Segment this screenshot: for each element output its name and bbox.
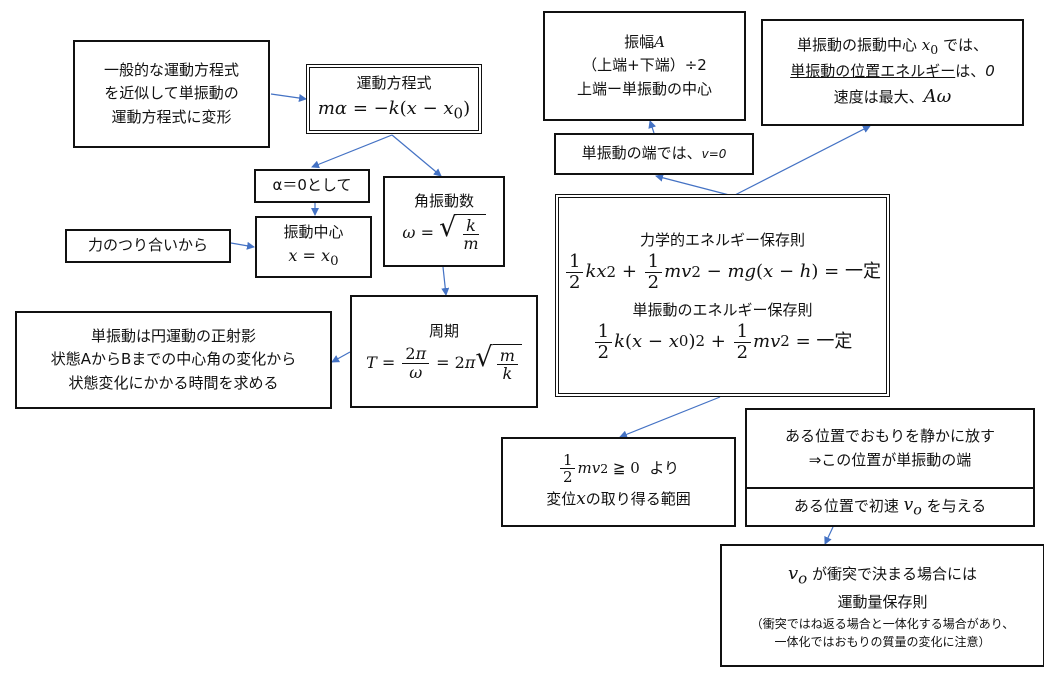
general-eq-line-2: を近似して単振動の xyxy=(104,84,239,103)
angular-frequency-title: 角振動数 xyxy=(413,192,474,211)
alpha-zero-label: α＝0として xyxy=(272,176,352,195)
oscillation-center-formula: x = x0 xyxy=(288,246,339,270)
general-equation-box: 一般的な運動方程式 を近似して単振動の 運動方程式に変形 xyxy=(73,40,270,148)
release-line-2: ⇒この位置が単振動の端 xyxy=(808,450,972,469)
energy-title-1: 力学的エネルギー保存則 xyxy=(639,230,805,249)
range-line-2: 変位xの取り得る範囲 xyxy=(546,488,691,509)
force-balance-box: 力のつり合いから xyxy=(65,229,231,263)
general-eq-line-3: 運動方程式に変形 xyxy=(111,107,232,126)
general-eq-line-1: 一般的な運動方程式 xyxy=(103,61,239,80)
endpoint-text: 単振動の端では、v=0 xyxy=(581,144,727,163)
period-title: 周期 xyxy=(428,322,459,341)
collision-box: vo が衝突で決まる場合には 運動量保存則 （衝突ではね返る場合と一体化する場合… xyxy=(720,544,1044,667)
center-energy-line-3: 速度は最大、Aω xyxy=(833,85,952,107)
eom-formula: mα = −k(x − x0) xyxy=(317,98,471,123)
collision-line-1: vo が衝突で決まる場合には xyxy=(788,563,977,589)
alpha-zero-box: α＝0として xyxy=(254,169,370,203)
collision-note-1: （衝突ではね返る場合と一体化する場合があり、 xyxy=(750,616,1015,631)
amplitude-box: 振幅A （上端+下端）÷2 上端ー単振動の中心 xyxy=(543,11,746,121)
circular-line-2: 状態AからBまでの中心角の変化から xyxy=(50,350,297,369)
initial-velocity-line: ある位置で初速 vo を与える xyxy=(793,494,987,519)
center-energy-line-1: 単振動の振動中心 x0 では、 xyxy=(796,36,988,58)
release-line-1: ある位置でおもりを静かに放す xyxy=(784,427,995,446)
amplitude-alt: 上端ー単振動の中心 xyxy=(576,79,712,98)
amplitude-title: 振幅A xyxy=(624,33,665,52)
eom-title: 運動方程式 xyxy=(356,73,432,92)
energy-title-2: 単振動のエネルギー保存則 xyxy=(632,300,813,319)
collision-line-2: 運動量保存則 xyxy=(837,593,928,612)
equation-of-motion-box: 運動方程式 mα = −k(x − x0) xyxy=(306,64,482,134)
circular-line-3: 状態変化にかかる時間を求める xyxy=(68,373,279,392)
force-balance-label: 力のつり合いから xyxy=(87,236,208,255)
amplitude-formula: （上端+下端）÷2 xyxy=(582,56,707,75)
release-box: ある位置でおもりを静かに放す ⇒この位置が単振動の端 ある位置で初速 vo を与… xyxy=(745,408,1035,527)
center-energy-line-2: 単振動の位置エネルギーは、0 xyxy=(790,61,995,80)
oscillation-center-title: 振動中心 xyxy=(283,222,344,241)
circular-motion-box: 単振動は円運動の正射影 状態AからBまでの中心角の変化から 状態変化にかかる時間… xyxy=(15,311,332,409)
center-energy-box: 単振動の振動中心 x0 では、 単振動の位置エネルギーは、0 速度は最大、Aω xyxy=(761,19,1024,126)
collision-note-2: 一体化ではおもりの質量の変化に注意） xyxy=(774,634,991,649)
circular-line-1: 単振動は円運動の正射影 xyxy=(90,327,256,346)
endpoint-box: 単振動の端では、v=0 xyxy=(554,133,754,175)
oscillation-center-box: 振動中心 x = x0 xyxy=(255,216,372,278)
